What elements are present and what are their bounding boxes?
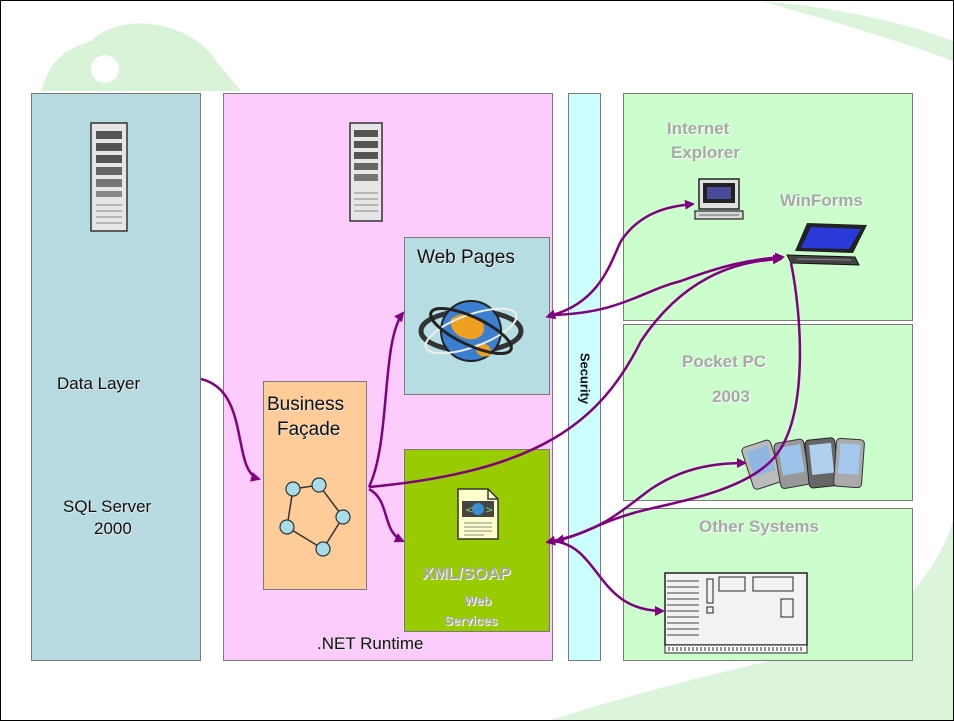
xml-soap-line3: Services xyxy=(444,613,498,628)
xml-soap-line2: Web xyxy=(464,593,492,608)
arrow-data-to-facade xyxy=(200,377,261,482)
pda-devices-icon xyxy=(741,433,867,495)
swoosh-top-left xyxy=(41,23,241,91)
internet-explorer-line1: Internet xyxy=(667,119,730,138)
internet-explorer-line2: Explorer xyxy=(671,143,740,162)
web-pages-label: Web Pages xyxy=(417,247,515,268)
mainframe-icon xyxy=(663,571,809,655)
pocket-pc-line1: Pocket PC xyxy=(682,352,767,371)
xml-soap-line1: XML/SOAP xyxy=(422,564,511,583)
arrow-facade-to-webpages xyxy=(367,311,405,488)
pocket-pc-line2: 2003 xyxy=(712,387,750,406)
arrow-winforms-to-xml xyxy=(554,262,802,545)
winforms-label: WinForms xyxy=(780,191,863,210)
swoosh-dot xyxy=(91,55,119,83)
server-tower-icon xyxy=(348,121,384,223)
arrow-xml-to-pocketpc xyxy=(545,458,747,546)
runtime-label: .NET Runtime xyxy=(317,634,424,653)
desktop-computer-icon xyxy=(693,177,745,221)
security-panel xyxy=(568,93,601,661)
node-graph-icon xyxy=(279,477,351,557)
server-tower-icon xyxy=(89,121,129,233)
business-facade-line1: Business xyxy=(267,394,345,415)
svg-text:>: > xyxy=(485,505,493,516)
svg-text:<: < xyxy=(465,505,473,516)
xml-document-icon: < > xyxy=(454,485,502,543)
arrow-webpages-to-ie xyxy=(545,199,695,320)
arrow-facade-to-winforms xyxy=(368,254,783,489)
arrow-facade-to-xml xyxy=(368,487,405,543)
arrow-webpages-to-winforms xyxy=(552,252,785,317)
arrow-xml-to-other xyxy=(552,539,665,616)
globe-network-icon xyxy=(417,289,525,373)
sql-server-version: 2000 xyxy=(94,519,132,538)
data-layer-title: Data Layer xyxy=(57,374,141,393)
sql-server-label: SQL Server xyxy=(63,497,152,516)
business-facade-line2: Façade xyxy=(277,419,341,440)
laptop-icon xyxy=(783,219,869,269)
